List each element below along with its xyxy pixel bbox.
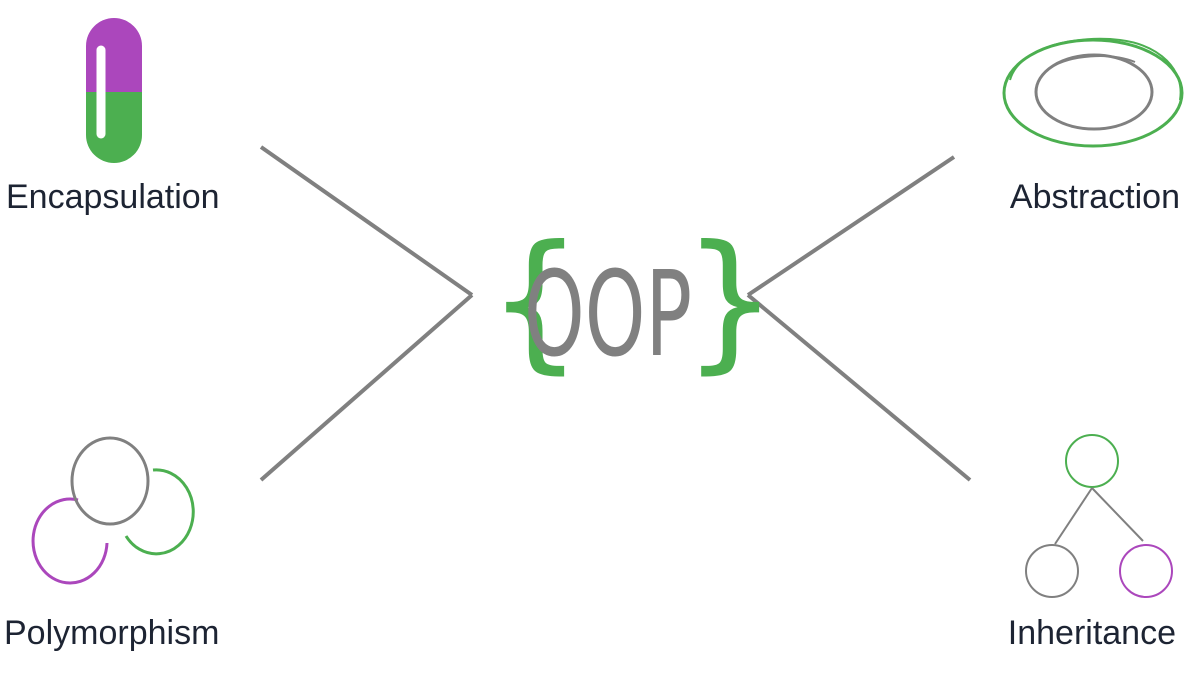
green-arc — [124, 468, 195, 556]
oop-emblem: { OOP } — [490, 214, 775, 388]
connector-lines — [259, 145, 972, 482]
oop-title: OOP — [524, 245, 692, 383]
capsule-top-half — [86, 18, 142, 92]
abstraction-label: Abstraction — [1009, 178, 1180, 216]
inheritance-label: Inheritance — [1007, 614, 1176, 652]
inner-ellipse-sketch — [1049, 55, 1136, 69]
outer-ellipse — [1002, 38, 1184, 148]
inner-ellipse — [1034, 53, 1154, 131]
capsule-bottom-half — [86, 92, 142, 163]
tree-hierarchy-icon — [1025, 434, 1173, 598]
edge-right — [1091, 487, 1144, 542]
child-node-left — [1025, 544, 1079, 598]
outer-ellipse-sketch — [1009, 37, 1182, 101]
encapsulation-label: Encapsulation — [6, 178, 220, 216]
gray-circle — [70, 436, 150, 526]
child-node-right — [1119, 544, 1173, 598]
connector-abstraction — [746, 155, 956, 297]
edge-left — [1054, 487, 1093, 545]
connector-polymorphism — [259, 293, 474, 482]
capsule-icon — [86, 18, 142, 163]
connector-inheritance — [746, 293, 972, 482]
purple-arc — [31, 497, 109, 585]
connector-encapsulation — [259, 145, 474, 297]
polymorphism-label: Polymorphism — [4, 614, 220, 652]
parent-node — [1065, 434, 1119, 488]
open-brace: { — [490, 214, 580, 388]
close-brace: } — [685, 214, 775, 388]
concentric-ellipses-icon — [1002, 37, 1184, 148]
overlapping-circles-icon — [31, 436, 195, 585]
